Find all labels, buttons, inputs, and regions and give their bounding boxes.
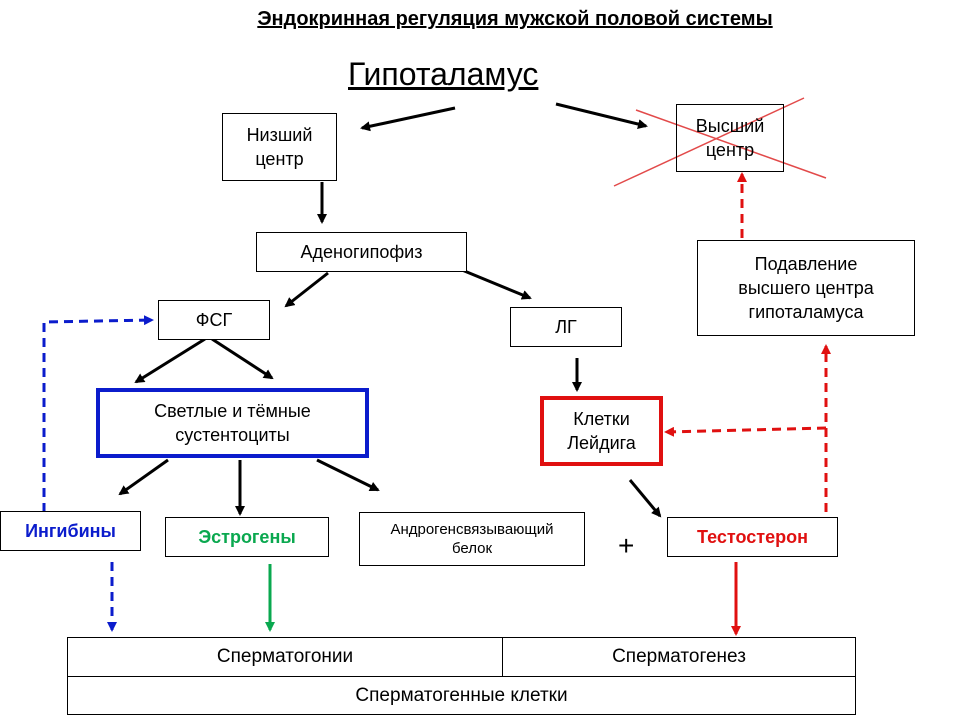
spermatogonia-label: Сперматогонии [216, 646, 354, 667]
spermatogenesis-label: Сперматогенез [612, 646, 746, 667]
page-title: Эндокринная регуляция мужской половой си… [257, 8, 773, 30]
higher-center-label: Высший центр [695, 115, 765, 160]
plus-sign: + [618, 530, 635, 561]
arrow-leydig-to-testosterone [628, 479, 662, 518]
suppression-label: Подавление высшего центра гипоталамуса [738, 253, 874, 323]
estrogens-box: Эстрогены [165, 517, 329, 557]
lower-center-label: Низший центр [246, 124, 313, 169]
cross-out-mark [613, 97, 827, 187]
arrow-hypo-to-lower [360, 106, 456, 132]
lh-box: ЛГ [510, 307, 622, 347]
arrow-sertoli-to-inhibins [118, 458, 169, 496]
arrow-fsh-to-sertoli-left [134, 337, 206, 384]
abp-box: Андрогенсвязывающий белок [359, 512, 585, 566]
testosterone-box: Тестостерон [667, 517, 838, 557]
estrogens-label: Эстрогены [198, 526, 296, 547]
fsh-label: ФСГ [195, 309, 233, 330]
bottom-table: Сперматогонии Сперматогенез Сперматогенн… [67, 637, 856, 715]
spermatogonia-cell: Сперматогонии [68, 638, 503, 677]
higher-center-box: Высший центр [676, 104, 784, 172]
arrow-sertoli-to-abp [316, 458, 380, 492]
arrow-adeno-to-fsh [284, 271, 329, 308]
arrow-testosterone-to-leydig [664, 426, 827, 437]
sertoli-label: Светлые и тёмные сустентоциты [154, 400, 311, 445]
lh-label: ЛГ [555, 316, 577, 337]
spermatogenesis-cell: Сперматогенез [503, 638, 855, 677]
arrow-inhibins-to-fsh [42, 315, 154, 512]
arrow-fsh-to-sertoli-right [211, 337, 274, 380]
hypothalamus-label: Гипоталамус [348, 56, 539, 92]
leydig-box: Клетки Лейдига [540, 396, 663, 466]
suppression-box: Подавление высшего центра гипоталамуса [697, 240, 915, 336]
arrow-hypo-to-higher [555, 102, 648, 129]
leydig-label: Клетки Лейдига [567, 408, 636, 453]
sertoli-box: Светлые и тёмные сустентоциты [96, 388, 369, 458]
inhibins-label: Ингибины [25, 520, 116, 541]
inhibins-box: Ингибины [0, 511, 141, 551]
adenohypophysis-label: Аденогипофиз [300, 241, 423, 262]
arrow-adeno-to-lh [461, 268, 532, 300]
spermatogenic-cells-cell: Сперматогенные клетки [68, 677, 855, 714]
abp-label: Андрогенсвязывающий белок [390, 520, 554, 558]
fsh-box: ФСГ [158, 300, 270, 340]
adenohypophysis-box: Аденогипофиз [256, 232, 467, 272]
testosterone-label: Тестостерон [697, 526, 808, 547]
spermatogenic-cells-label: Сперматогенные клетки [355, 684, 568, 706]
lower-center-box: Низший центр [222, 113, 337, 181]
